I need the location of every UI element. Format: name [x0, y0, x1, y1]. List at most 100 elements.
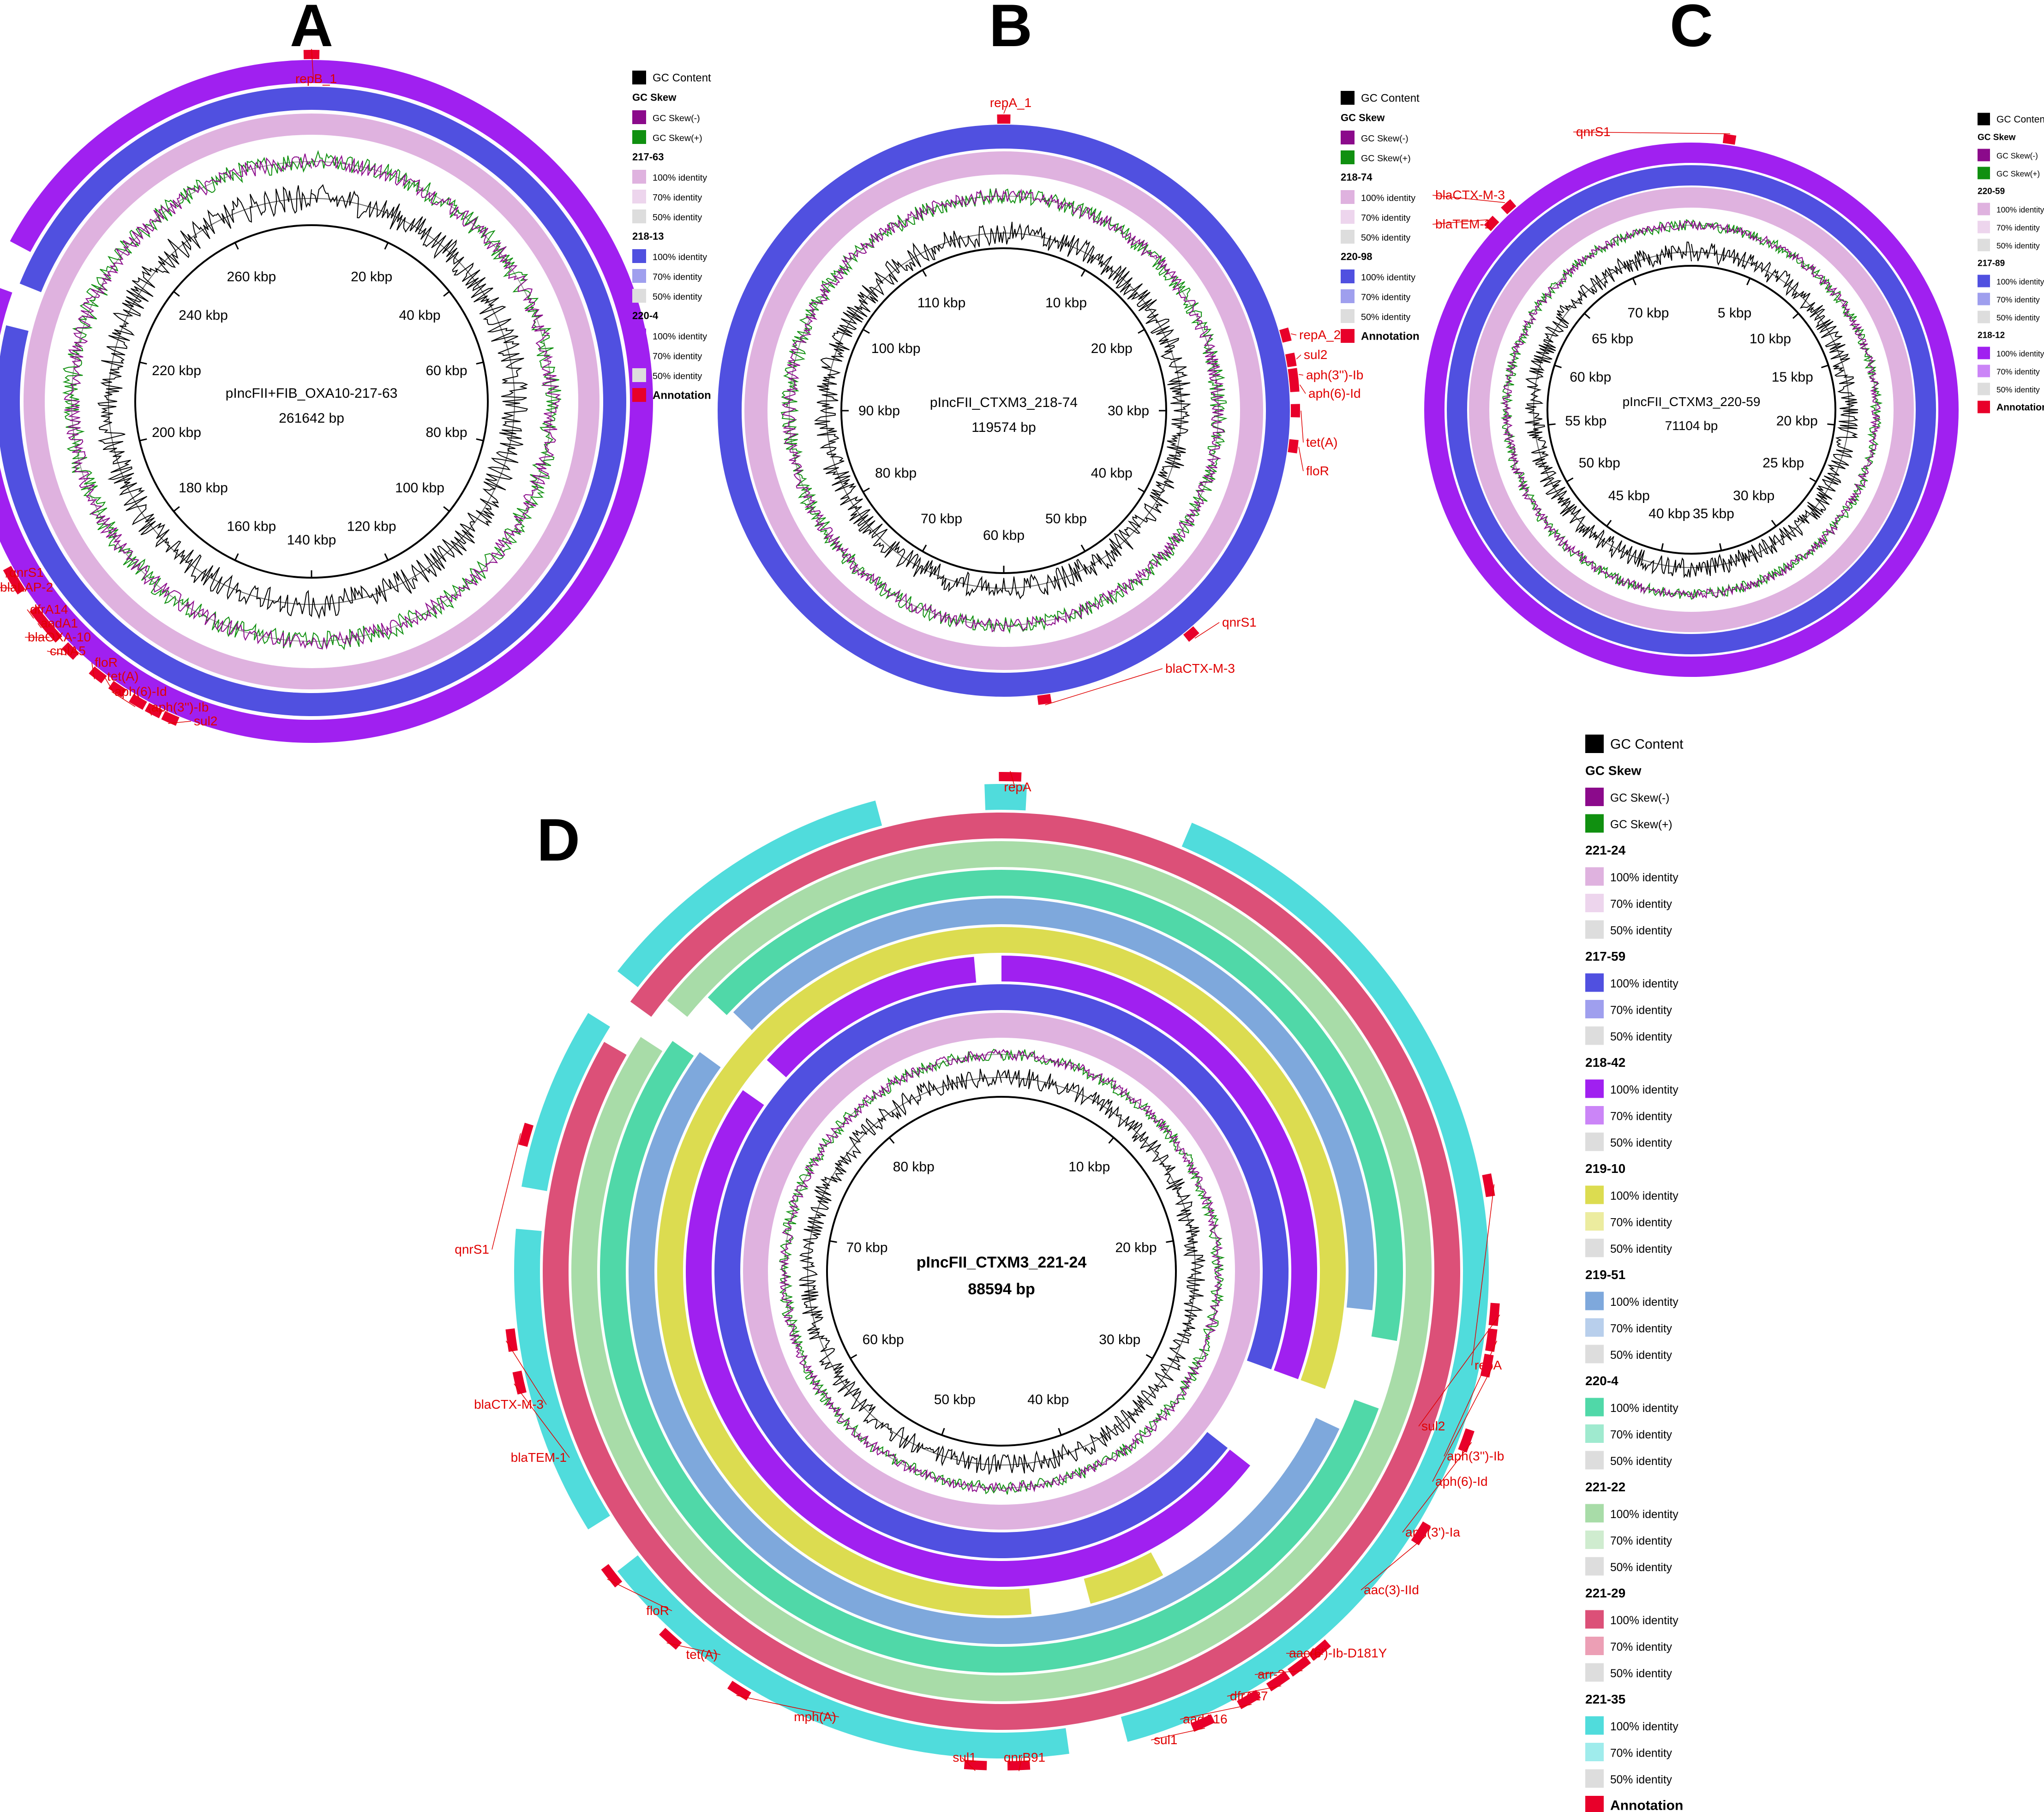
legend-identity-label: 50% identity — [1996, 313, 2040, 322]
tick-mark — [888, 1137, 895, 1144]
tick-mark — [850, 1354, 857, 1359]
gene-leader-line — [736, 1695, 839, 1717]
legend-identity-swatch — [1585, 1000, 1604, 1018]
gene-leader-line — [607, 1579, 672, 1611]
gene-label: cmlA5 — [50, 644, 86, 658]
gc-skew-negative-track — [781, 188, 1225, 633]
gene-marker — [997, 114, 1011, 124]
tick-label: 40 kbp — [1091, 466, 1133, 481]
gene-marker — [129, 694, 147, 710]
legend-gc-content-swatch — [1585, 735, 1604, 753]
tick-mark — [1080, 269, 1086, 277]
legend-identity-swatch — [1585, 1345, 1604, 1363]
legend-identity-label: 70% identity — [1610, 1217, 1672, 1229]
gene-marker — [999, 772, 1022, 782]
backbone-circle — [134, 224, 489, 579]
tick-mark — [1166, 1240, 1174, 1243]
ring-217-89 — [1447, 165, 1936, 654]
plasmid-length: 88594 bp — [968, 1280, 1035, 1298]
tick-label: 30 kbp — [1733, 488, 1774, 503]
legend-identity-label: 100% identity — [1610, 1615, 1678, 1627]
gene-leader-line — [1194, 622, 1220, 639]
tick-label: 110 kbp — [917, 295, 966, 311]
legend-skew-neg-swatch — [632, 110, 646, 124]
legend-identity-swatch — [632, 289, 646, 303]
legend-identity-swatch — [632, 190, 646, 203]
gene-marker — [505, 1328, 518, 1352]
ring-220-4 — [10, 60, 312, 252]
legend-identity-label: 70% identity — [1610, 1535, 1672, 1548]
tick-mark — [1746, 278, 1751, 286]
gene-label: sul1 — [1154, 1733, 1177, 1747]
gene-label: aph(6)-Id — [114, 684, 167, 699]
ring-220-4 — [0, 288, 12, 336]
tick-mark — [1809, 477, 1816, 483]
legend-identity-swatch — [632, 249, 646, 263]
legend-identity-swatch — [1585, 1557, 1604, 1576]
legend-identity-label: 70% identity — [1610, 1641, 1672, 1654]
gene-label: repB_1 — [295, 72, 337, 86]
legend-identity-label: 100% identity — [1610, 1508, 1678, 1521]
gene-leader-line — [1432, 219, 1488, 225]
legend-identity-label: 70% identity — [653, 351, 702, 361]
legend-identity-label: 50% identity — [1610, 1561, 1672, 1574]
tick-mark — [1138, 329, 1145, 334]
tick-mark — [829, 1240, 837, 1243]
gene-marker — [61, 642, 79, 660]
ring-220-4 — [707, 870, 1001, 1015]
legend-identity-swatch — [1978, 221, 1990, 233]
gene-marker — [1484, 215, 1499, 231]
backbone-circle — [826, 1096, 1177, 1447]
legend-skew-pos: GC Skew(+) — [653, 133, 702, 143]
ring-221-35 — [617, 800, 882, 987]
legend-skew-neg-swatch — [1341, 131, 1355, 144]
gene-label: qnrS1 — [9, 565, 44, 580]
tick-label: 60 kbp — [983, 528, 1025, 543]
legend-group-title: 218-12 — [1978, 331, 2005, 341]
gene-leader-line — [311, 48, 314, 79]
tick-mark — [1566, 477, 1574, 483]
legend-identity-label: 100% identity — [1610, 978, 1678, 990]
gene-marker — [1037, 694, 1052, 705]
legend-skew-neg: GC Skew(-) — [1996, 151, 2038, 160]
tick-label: 60 kbp — [863, 1332, 904, 1347]
legend-identity-label: 50% identity — [653, 371, 702, 381]
tick-label: 50 kbp — [934, 1392, 976, 1407]
legend-skew-neg-swatch — [1585, 788, 1604, 806]
legend-gc-skew-title: GC Skew — [632, 92, 677, 103]
legend-group-title: 217-63 — [632, 151, 664, 163]
legend-skew-neg: GC Skew(-) — [653, 113, 700, 123]
legend-skew-neg: GC Skew(-) — [1610, 792, 1669, 805]
legend-identity-swatch — [1585, 1531, 1604, 1549]
tick-mark — [1771, 520, 1777, 527]
tick-label: 40 kbp — [399, 308, 441, 323]
gene-leader-line — [1432, 1366, 1493, 1482]
tick-label: 260 kbp — [227, 269, 276, 285]
tick-label: 20 kbp — [1091, 341, 1133, 356]
legend-identity-label: 50% identity — [653, 292, 702, 302]
tick-label: 200 kbp — [152, 425, 201, 440]
legend-identity-swatch — [1585, 1610, 1604, 1629]
tick-label: 40 kbp — [1648, 506, 1690, 521]
ring-217-63 — [24, 114, 599, 689]
gene-marker — [1488, 1303, 1500, 1326]
tick-label: 90 kbp — [858, 403, 900, 419]
legend-skew-pos-swatch — [1978, 167, 1990, 179]
legend-group-title: 218-42 — [1585, 1055, 1625, 1070]
gc-skew-positive-track — [1500, 219, 1883, 600]
tick-mark — [922, 269, 927, 277]
legend-annotation: Annotation — [1610, 1798, 1683, 1812]
gene-label: floR — [1306, 464, 1329, 478]
gene-label: aph(6)-Id — [1435, 1474, 1488, 1489]
gene-leader-line — [0, 587, 13, 589]
tick-label: 120 kbp — [347, 519, 396, 534]
gc-content-track — [798, 1069, 1205, 1475]
gene-leader-line — [1286, 1653, 1323, 1655]
tick-label: 60 kbp — [426, 363, 467, 378]
plasmid-length: 71104 bp — [1665, 419, 1718, 433]
gc-content-baseline — [108, 198, 515, 605]
ring-220-59 — [1469, 187, 1914, 632]
gene-marker — [161, 711, 180, 726]
legend-skew-pos-swatch — [1341, 150, 1355, 164]
gene-marker — [1411, 1521, 1431, 1546]
